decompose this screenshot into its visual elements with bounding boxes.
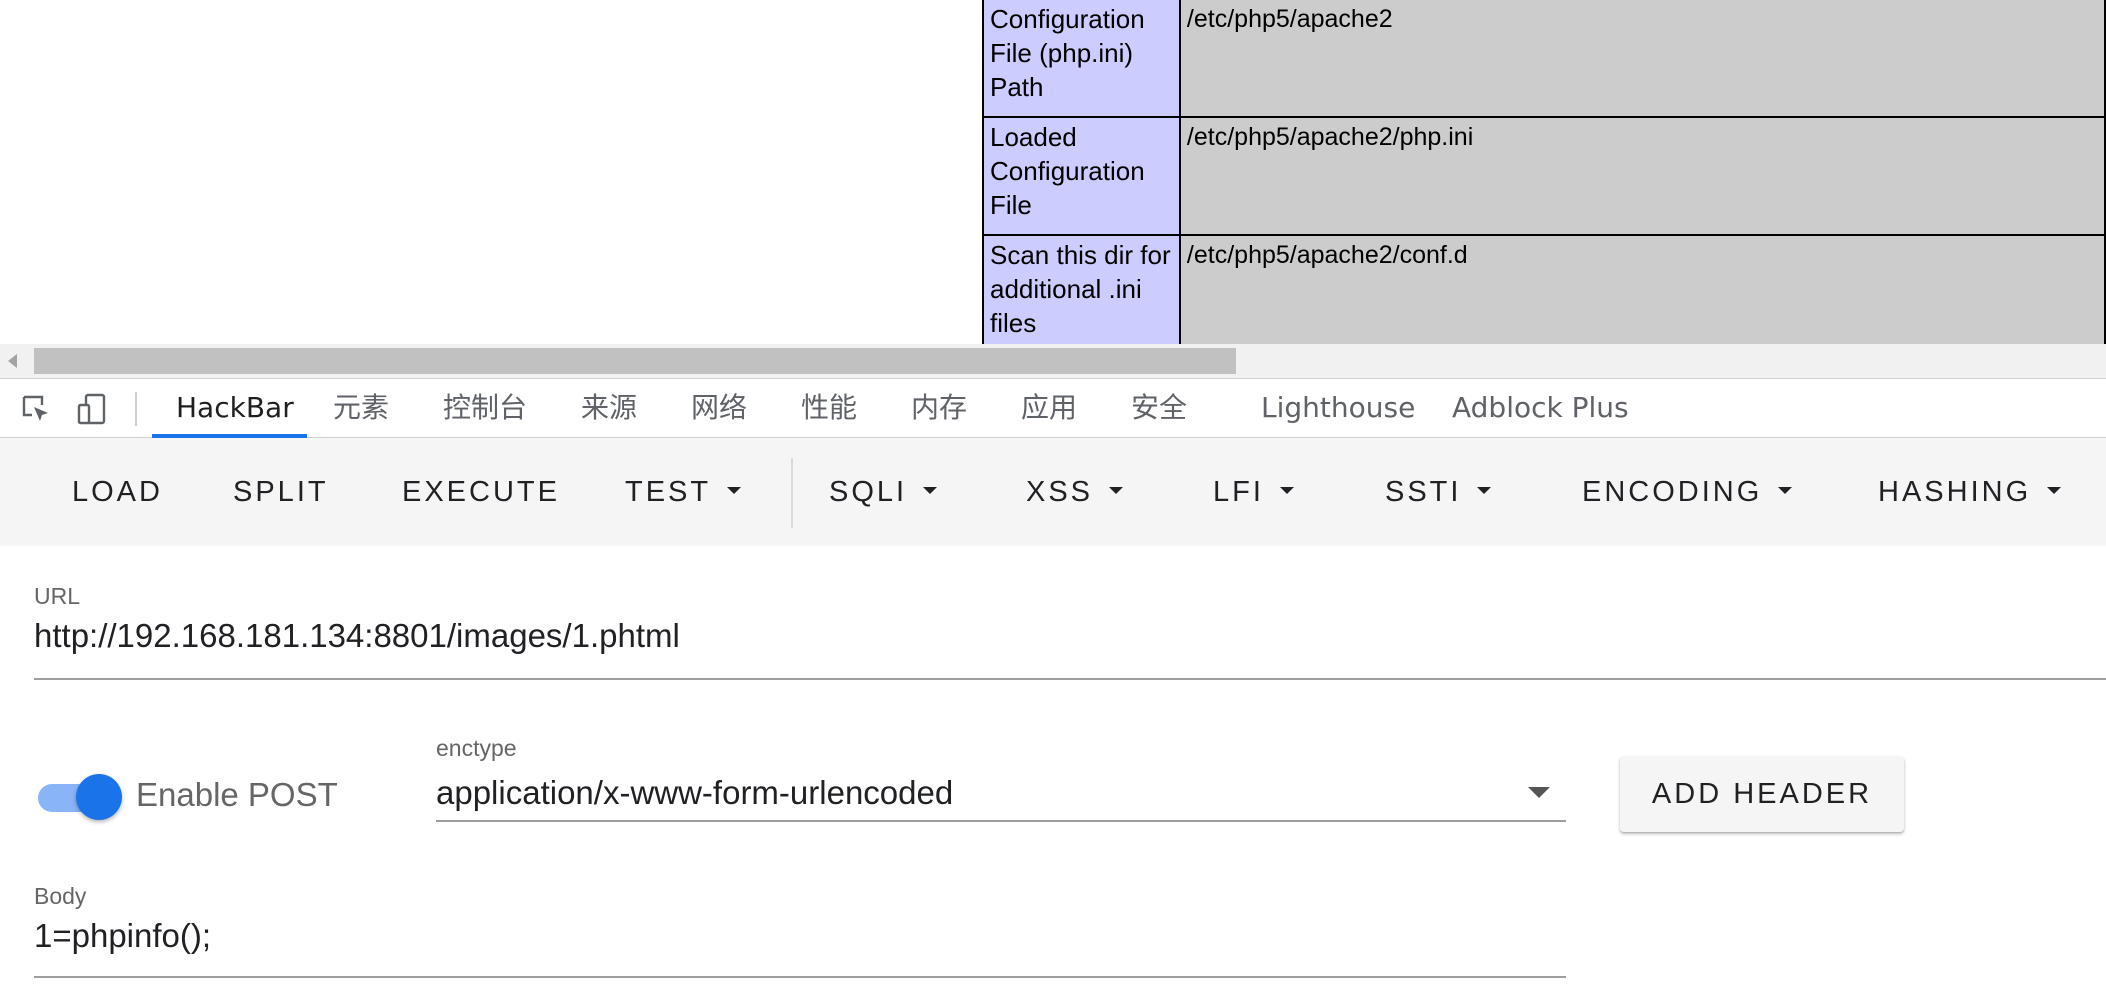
chevron-down-icon [2047, 486, 2062, 494]
enctype-label: enctype [436, 735, 517, 761]
toolbar-divider [135, 392, 137, 426]
table-row: Scan this dir for additional .ini files … [982, 234, 2106, 344]
table-value-cell: /etc/php5/apache2/php.ini [1178, 116, 2106, 236]
table-key-cell: Scan this dir for additional .ini files [982, 234, 1181, 344]
tab-security[interactable]: 安全 [1131, 391, 1188, 424]
active-tab-indicator [152, 434, 307, 438]
chevron-down-icon [1778, 486, 1793, 494]
tab-application[interactable]: 应用 [1021, 391, 1078, 424]
xss-label: XSS [1026, 476, 1094, 508]
load-button[interactable]: LOAD [72, 468, 163, 516]
phpinfo-table: Configuration File (php.ini) Path /etc/p… [982, 0, 2106, 344]
split-button[interactable]: SPLIT [233, 468, 329, 516]
tab-console[interactable]: 控制台 [443, 391, 528, 424]
toolbar-divider [791, 458, 793, 528]
lfi-label: LFI [1213, 476, 1264, 508]
tab-lighthouse[interactable]: Lighthouse [1261, 391, 1416, 424]
sqli-label: SQLI [829, 476, 908, 508]
hackbar-toolbar: LOAD SPLIT EXECUTE TEST SQLI XSS LFI SST… [0, 438, 2106, 546]
table-value-cell: /etc/php5/apache2 [1178, 0, 2106, 118]
ssti-label: SSTI [1385, 476, 1462, 508]
chevron-down-icon [1109, 486, 1124, 494]
encoding-menu-button[interactable]: ENCODING [1582, 468, 1793, 516]
chevron-down-icon [923, 486, 938, 494]
split-label: SPLIT [233, 476, 329, 508]
dropdown-arrow-icon[interactable] [1528, 787, 1550, 798]
horizontal-scrollbar[interactable] [0, 344, 2106, 378]
ssti-menu-button[interactable]: SSTI [1385, 468, 1492, 516]
scroll-left-arrow-icon[interactable] [8, 354, 17, 368]
chevron-down-icon [1279, 486, 1294, 494]
enctype-underline [436, 820, 1566, 822]
chevron-down-icon [727, 486, 742, 494]
body-input[interactable]: 1=phpinfo(); [34, 917, 212, 954]
device-toolbar-icon[interactable] [76, 393, 108, 425]
execute-label: EXECUTE [402, 476, 560, 508]
hashing-label: HASHING [1878, 476, 2032, 508]
execute-button[interactable]: EXECUTE [402, 468, 560, 516]
table-row: Loaded Configuration File /etc/php5/apac… [982, 116, 2106, 236]
table-key-cell: Configuration File (php.ini) Path [982, 0, 1181, 118]
tab-elements[interactable]: 元素 [333, 391, 390, 424]
url-label: URL [34, 583, 81, 609]
hashing-menu-button[interactable]: HASHING [1878, 468, 2062, 516]
devtools-tab-bar: HackBar 元素 控制台 来源 网络 性能 内存 应用 安全 Lightho… [0, 378, 2106, 438]
xss-menu-button[interactable]: XSS [1026, 468, 1124, 516]
body-label: Body [34, 883, 87, 909]
sqli-menu-button[interactable]: SQLI [829, 468, 938, 516]
table-value-cell: /etc/php5/apache2/conf.d [1178, 234, 2106, 344]
page-viewport: Configuration File (php.ini) Path /etc/p… [0, 0, 2106, 344]
scrollbar-thumb[interactable] [34, 348, 1236, 374]
url-underline [34, 678, 2106, 680]
encoding-label: ENCODING [1582, 476, 1763, 508]
table-row: Configuration File (php.ini) Path /etc/p… [982, 0, 2106, 118]
url-input[interactable]: http://192.168.181.134:8801/images/1.pht… [34, 617, 680, 654]
tab-hackbar[interactable]: HackBar [176, 391, 294, 424]
load-label: LOAD [72, 476, 163, 508]
tab-adblock-plus[interactable]: Adblock Plus [1452, 391, 1629, 424]
tab-performance[interactable]: 性能 [801, 391, 858, 424]
table-key-cell: Loaded Configuration File [982, 116, 1181, 236]
toggle-knob[interactable] [76, 774, 122, 820]
tab-network[interactable]: 网络 [691, 391, 748, 424]
enable-post-label: Enable POST [136, 776, 338, 813]
inspect-element-icon[interactable] [20, 393, 52, 425]
chevron-down-icon [1477, 486, 1492, 494]
tab-memory[interactable]: 内存 [911, 391, 968, 424]
body-underline [34, 976, 1566, 978]
lfi-menu-button[interactable]: LFI [1213, 468, 1294, 516]
add-header-button[interactable]: ADD HEADER [1620, 756, 1904, 832]
enctype-select[interactable]: application/x-www-form-urlencoded [436, 774, 954, 811]
test-label: TEST [625, 476, 712, 508]
test-menu-button[interactable]: TEST [625, 468, 742, 516]
tab-sources[interactable]: 来源 [581, 391, 638, 424]
